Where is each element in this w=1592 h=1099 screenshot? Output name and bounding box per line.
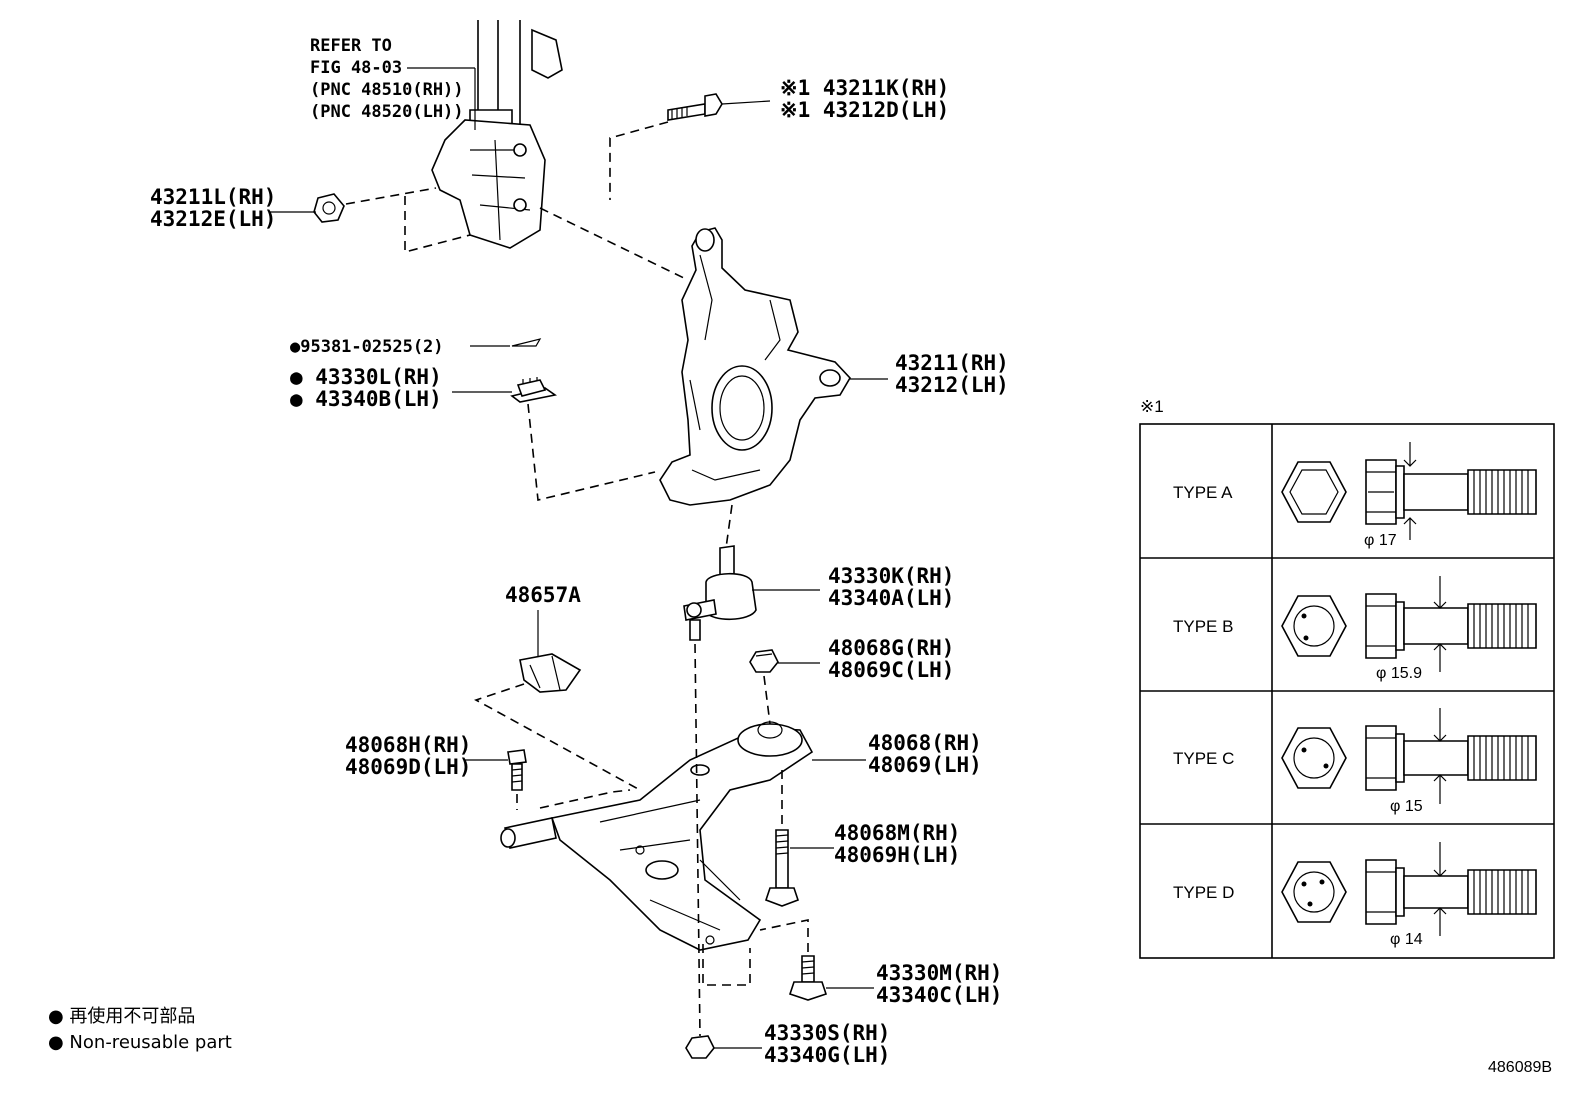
- balljoint-cover-icon: [510, 377, 557, 403]
- table-row-type-b: TYPE B φ 15.9: [1173, 576, 1537, 682]
- callout-cotter-pin: ●95381-02525(2): [290, 337, 444, 357]
- nut-front-view-icon: [1281, 727, 1347, 789]
- callout-balljoint-lh: 43340A(LH): [828, 586, 954, 610]
- figure-code: 486089B: [1488, 1059, 1552, 1076]
- arm-nut-icon: [749, 649, 779, 673]
- callout-arm-rh: 48068(RH): [868, 731, 982, 755]
- bolt-side-view-icon: [1365, 708, 1537, 804]
- callout-nut-lower-lh: 43340G(LH): [764, 1043, 890, 1067]
- lower-control-arm-illustration: [500, 721, 814, 951]
- type-label: TYPE B: [1173, 617, 1233, 636]
- diameter-label: φ 17: [1364, 532, 1397, 549]
- reference-line-1: REFER TO: [310, 36, 392, 56]
- callout-bolt-rear-lh: 48069H(LH): [834, 843, 960, 867]
- upper-nut-icon: [313, 193, 345, 223]
- callout-bolt-rear-rh: 48068M(RH): [834, 821, 960, 845]
- upper-bolt-icon: [667, 93, 723, 121]
- callout-bolt-front-rh: 48068H(RH): [345, 733, 471, 757]
- table-row-type-c: TYPE C φ 15: [1173, 708, 1537, 815]
- rear-bolt-icon: [764, 829, 800, 907]
- callout-balljoint-rh: 43330K(RH): [828, 564, 954, 588]
- lower-nut-icon: [685, 1035, 715, 1059]
- nut-front-view-icon: [1281, 861, 1347, 923]
- front-bolt-icon: [507, 749, 527, 791]
- reference-line-2: FIG 48-03: [310, 58, 402, 78]
- callout-arm-lh: 48069(LH): [868, 753, 982, 777]
- type-label: TYPE A: [1173, 483, 1233, 502]
- nut-front-view-icon: [1281, 461, 1347, 523]
- diameter-label: φ 14: [1390, 931, 1423, 948]
- bracket-icon: [519, 653, 582, 693]
- nut-front-view-icon: [1281, 595, 1347, 657]
- callout-nut-upper-lh: 43212E(LH): [150, 207, 276, 231]
- bolt-side-view-icon: [1365, 576, 1537, 672]
- reference-line-3: (PNC 48510(RH)): [310, 80, 464, 100]
- callout-nut-arm-rh: 48068G(RH): [828, 636, 954, 660]
- callout-bolt-upper-lh: ※1 43212D(LH): [780, 98, 949, 122]
- type-label: TYPE C: [1173, 749, 1234, 768]
- steering-knuckle-illustration: [659, 227, 851, 506]
- lower-bolt-icon: [788, 955, 828, 1001]
- callout-knuckle-rh: 43211(RH): [895, 351, 1009, 375]
- callout-nut-lower-rh: 43330S(RH): [764, 1021, 890, 1045]
- reference-line-4: (PNC 48520(LH)): [310, 102, 464, 122]
- callout-ballcover-lh: ● 43340B(LH): [290, 387, 442, 411]
- callout-bracket: 48657A: [505, 583, 581, 607]
- ball-joint-illustration: [683, 545, 757, 641]
- callout-bolt-lower-rh: 43330M(RH): [876, 961, 1002, 985]
- type-label: TYPE D: [1173, 883, 1234, 902]
- table-row-type-d: TYPE D φ 14: [1173, 842, 1537, 948]
- callout-bolt-upper-rh: ※1 43211K(RH): [780, 76, 949, 100]
- callout-bolt-front-lh: 48069D(LH): [345, 755, 471, 779]
- cotter-pin-icon: [511, 338, 542, 347]
- legend-japanese: ● 再使用不可部品: [48, 1006, 195, 1027]
- legend-non-reusable: ● Non-reusable part: [48, 1032, 232, 1053]
- bolt-side-view-icon: [1365, 842, 1537, 936]
- diameter-label: φ 15: [1390, 798, 1423, 815]
- callout-nut-arm-lh: 48069C(LH): [828, 658, 954, 682]
- reference-note: REFER TO FIG 48-03 (PNC 48510(RH)) (PNC …: [310, 36, 476, 130]
- table-note-mark: ※1: [1140, 397, 1164, 416]
- diameter-label: φ 15.9: [1376, 665, 1422, 682]
- callout-bolt-lower-lh: 43340C(LH): [876, 983, 1002, 1007]
- bolt-side-view-icon: [1365, 442, 1537, 540]
- callout-ballcover-rh: ● 43330L(RH): [290, 365, 442, 389]
- table-row-type-a: TYPE A φ 17: [1173, 442, 1537, 549]
- callout-knuckle-lh: 43212(LH): [895, 373, 1009, 397]
- strut-illustration: [431, 20, 563, 249]
- callout-nut-upper-rh: 43211L(RH): [150, 185, 276, 209]
